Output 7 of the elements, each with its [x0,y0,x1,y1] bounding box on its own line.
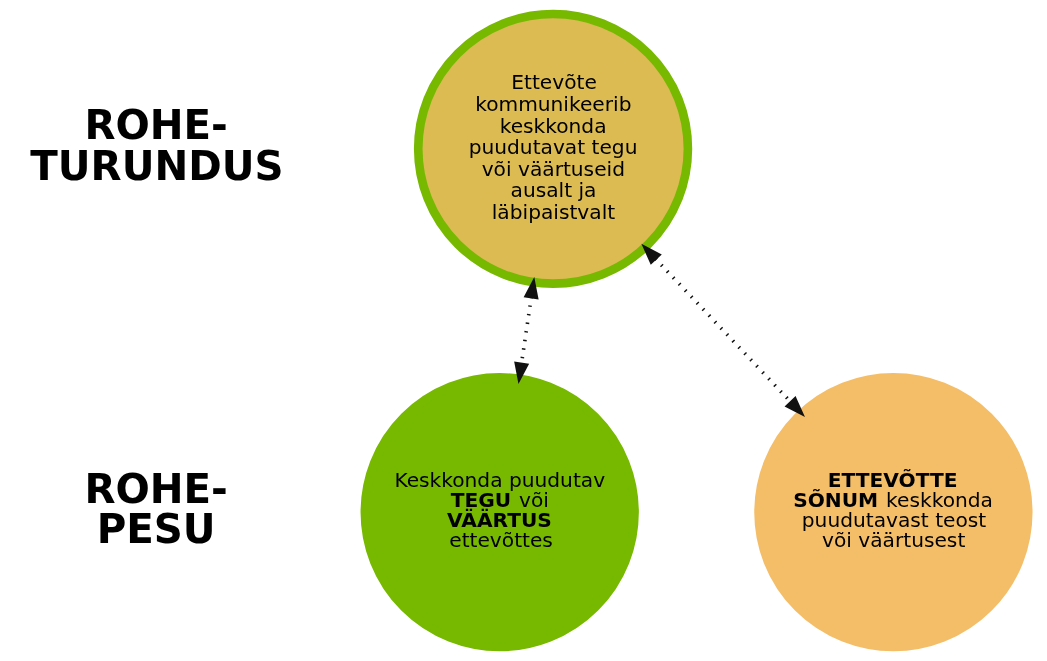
arrow [641,243,805,418]
arrow [514,277,539,384]
label: ROHE- TURUNDUS [30,102,284,190]
node-circle: Ettevõte kommunikeerib keskkonda puudutavat tegu või väärtuseid ausalt ja läbipaistvalt [413,9,693,288]
label: ROHE- PESU [84,465,228,554]
node-circle: ETTEVÕTTE SÕNUM keskkonda puudutavast teost või väärtusest [754,373,1033,652]
node-circle: Keskkonda puudutav TEGU või VÄÄRTUS ettevõttes [360,373,639,652]
